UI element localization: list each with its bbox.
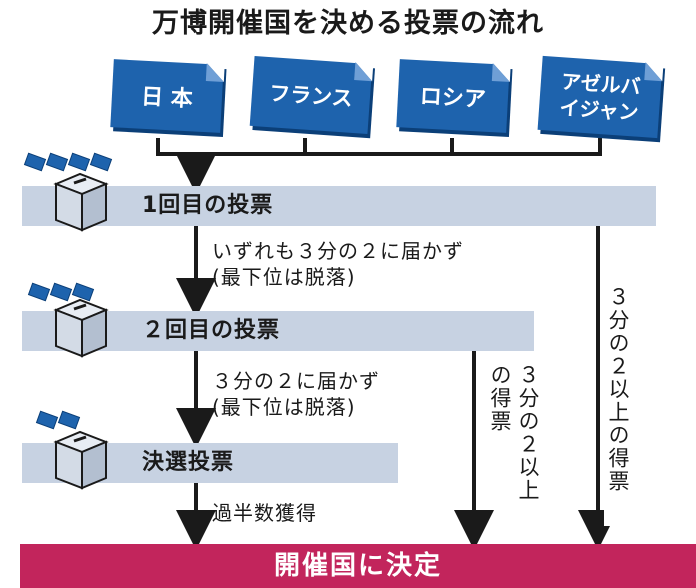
card-fold — [644, 62, 664, 82]
round1-note-line2: (最下位は脱落) — [212, 265, 356, 289]
ballot-box-icon — [53, 298, 109, 358]
candidate-name: 日 本 — [140, 84, 194, 113]
ballot-box-icon — [53, 172, 109, 232]
runoff-note: 過半数獲得 — [212, 500, 317, 526]
round2-note-line2: (最下位は脱落) — [212, 395, 356, 419]
ballot-papers-icon — [35, 410, 81, 430]
candidate-card-france: フランス — [249, 55, 374, 135]
round2-shortcut-label-col1: の得票 — [486, 364, 514, 484]
candidate-card-russia: ロシア — [396, 59, 511, 133]
round1-bar: 1回目の投票 — [22, 186, 656, 226]
runoff-label: 決選投票 — [142, 450, 235, 475]
card-fold — [491, 63, 511, 82]
round2-shortcut-label-col2: ３分の２以上 — [514, 364, 542, 524]
ballot-box-icon — [53, 430, 109, 490]
candidate-card-japan: 日 本 — [110, 59, 225, 133]
runoff-note-line1: 過半数獲得 — [212, 501, 317, 525]
diagram-title: 万博開催国を決める投票の流れ — [152, 8, 544, 39]
round2-note-line1: ３分の２に届かず — [212, 369, 380, 393]
candidate-card-azerbaijan: アゼルバ イジャン — [537, 55, 664, 139]
round1-note: いずれも３分の２に届かず (最下位は脱落) — [212, 238, 464, 290]
round1-note-line1: いずれも３分の２に届かず — [212, 239, 464, 263]
card-fold — [354, 62, 374, 82]
ballot-papers-icon — [23, 152, 113, 172]
candidate-name: フランス — [268, 81, 354, 111]
ballot-papers-icon — [27, 282, 95, 302]
round1-shortcut-label: ３分の２以上の得票 — [604, 286, 632, 526]
round1-label: 1回目の投票 — [142, 193, 274, 218]
candidate-name: ロシア — [419, 84, 487, 113]
result-bar: 開催国に決定 — [20, 544, 696, 588]
round2-bar: ２回目の投票 — [22, 311, 534, 351]
candidate-name: アゼルバ イジャン — [558, 69, 642, 125]
round2-label: ２回目の投票 — [142, 318, 281, 343]
round2-note: ３分の２に届かず (最下位は脱落) — [212, 368, 380, 420]
card-fold — [205, 63, 225, 82]
